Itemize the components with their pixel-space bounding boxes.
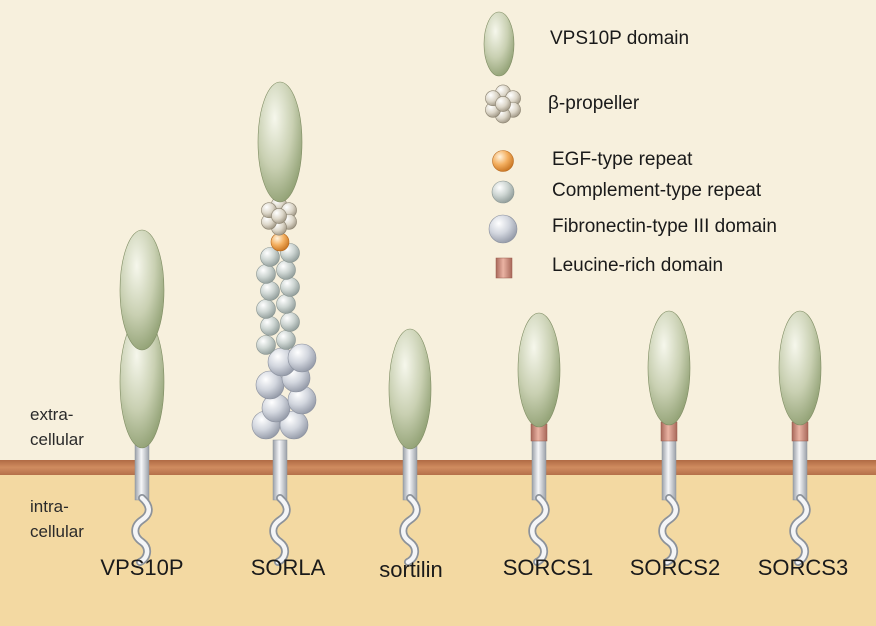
legend-label-leucine: Leucine-rich domain <box>552 255 723 277</box>
protein-label-sorcs1: SORCS1 <box>483 555 613 581</box>
complement-repeat <box>261 317 280 336</box>
vps10p-domain <box>389 329 431 449</box>
complement-repeat <box>281 278 300 297</box>
protein-label-sorla: SORLA <box>223 555 353 581</box>
complement-repeat <box>281 313 300 332</box>
complement-repeat <box>261 282 280 301</box>
extracellular-label-line1: extra- <box>30 405 73 425</box>
cytoplasm <box>0 472 876 626</box>
complement-repeat <box>257 336 276 355</box>
vps10p-domain-upper <box>120 230 164 350</box>
egf-repeat <box>271 233 289 251</box>
extracellular-label-line2: cellular <box>30 430 84 450</box>
propeller-blade <box>495 96 510 111</box>
intracellular-label-line1: intra- <box>30 497 69 517</box>
cell-membrane <box>0 460 876 475</box>
vps10p-domain <box>518 313 560 427</box>
complement-repeat <box>277 331 296 350</box>
legend-icon-egf <box>493 151 514 172</box>
complement-repeat <box>257 265 276 284</box>
legend-icon-fibronectin <box>489 215 517 243</box>
complement-repeat <box>277 295 296 314</box>
vps10p-domain <box>648 311 690 425</box>
protein-label-sorcs2: SORCS2 <box>610 555 740 581</box>
protein-label-vps10p: VPS10P <box>77 555 207 581</box>
stalk <box>532 440 546 500</box>
fibronectin-domain <box>288 344 316 372</box>
stalk <box>273 440 287 500</box>
complement-repeat <box>277 261 296 280</box>
propeller-blade <box>271 208 286 223</box>
protein-label-sortilin: sortilin <box>346 557 476 583</box>
legend-label-fibronectin: Fibronectin-type III domain <box>552 216 777 238</box>
legend-label-propeller: β-propeller <box>548 93 639 115</box>
intracellular-label-line2: cellular <box>30 522 84 542</box>
legend-icon-complement <box>492 181 514 203</box>
vps10p-domain <box>258 82 302 202</box>
legend-label-vps10p: VPS10P domain <box>550 28 689 50</box>
stalk <box>793 440 807 500</box>
legend-icon-vps10p <box>484 12 514 76</box>
legend-label-egf: EGF-type repeat <box>552 149 692 171</box>
legend-label-complement: Complement-type repeat <box>552 180 761 202</box>
vps10p-domain <box>779 311 821 425</box>
stalk <box>135 440 149 500</box>
legend-icon-leucine <box>496 258 512 278</box>
stalk <box>662 440 676 500</box>
complement-repeat <box>257 300 276 319</box>
protein-label-sorcs3: SORCS3 <box>738 555 868 581</box>
